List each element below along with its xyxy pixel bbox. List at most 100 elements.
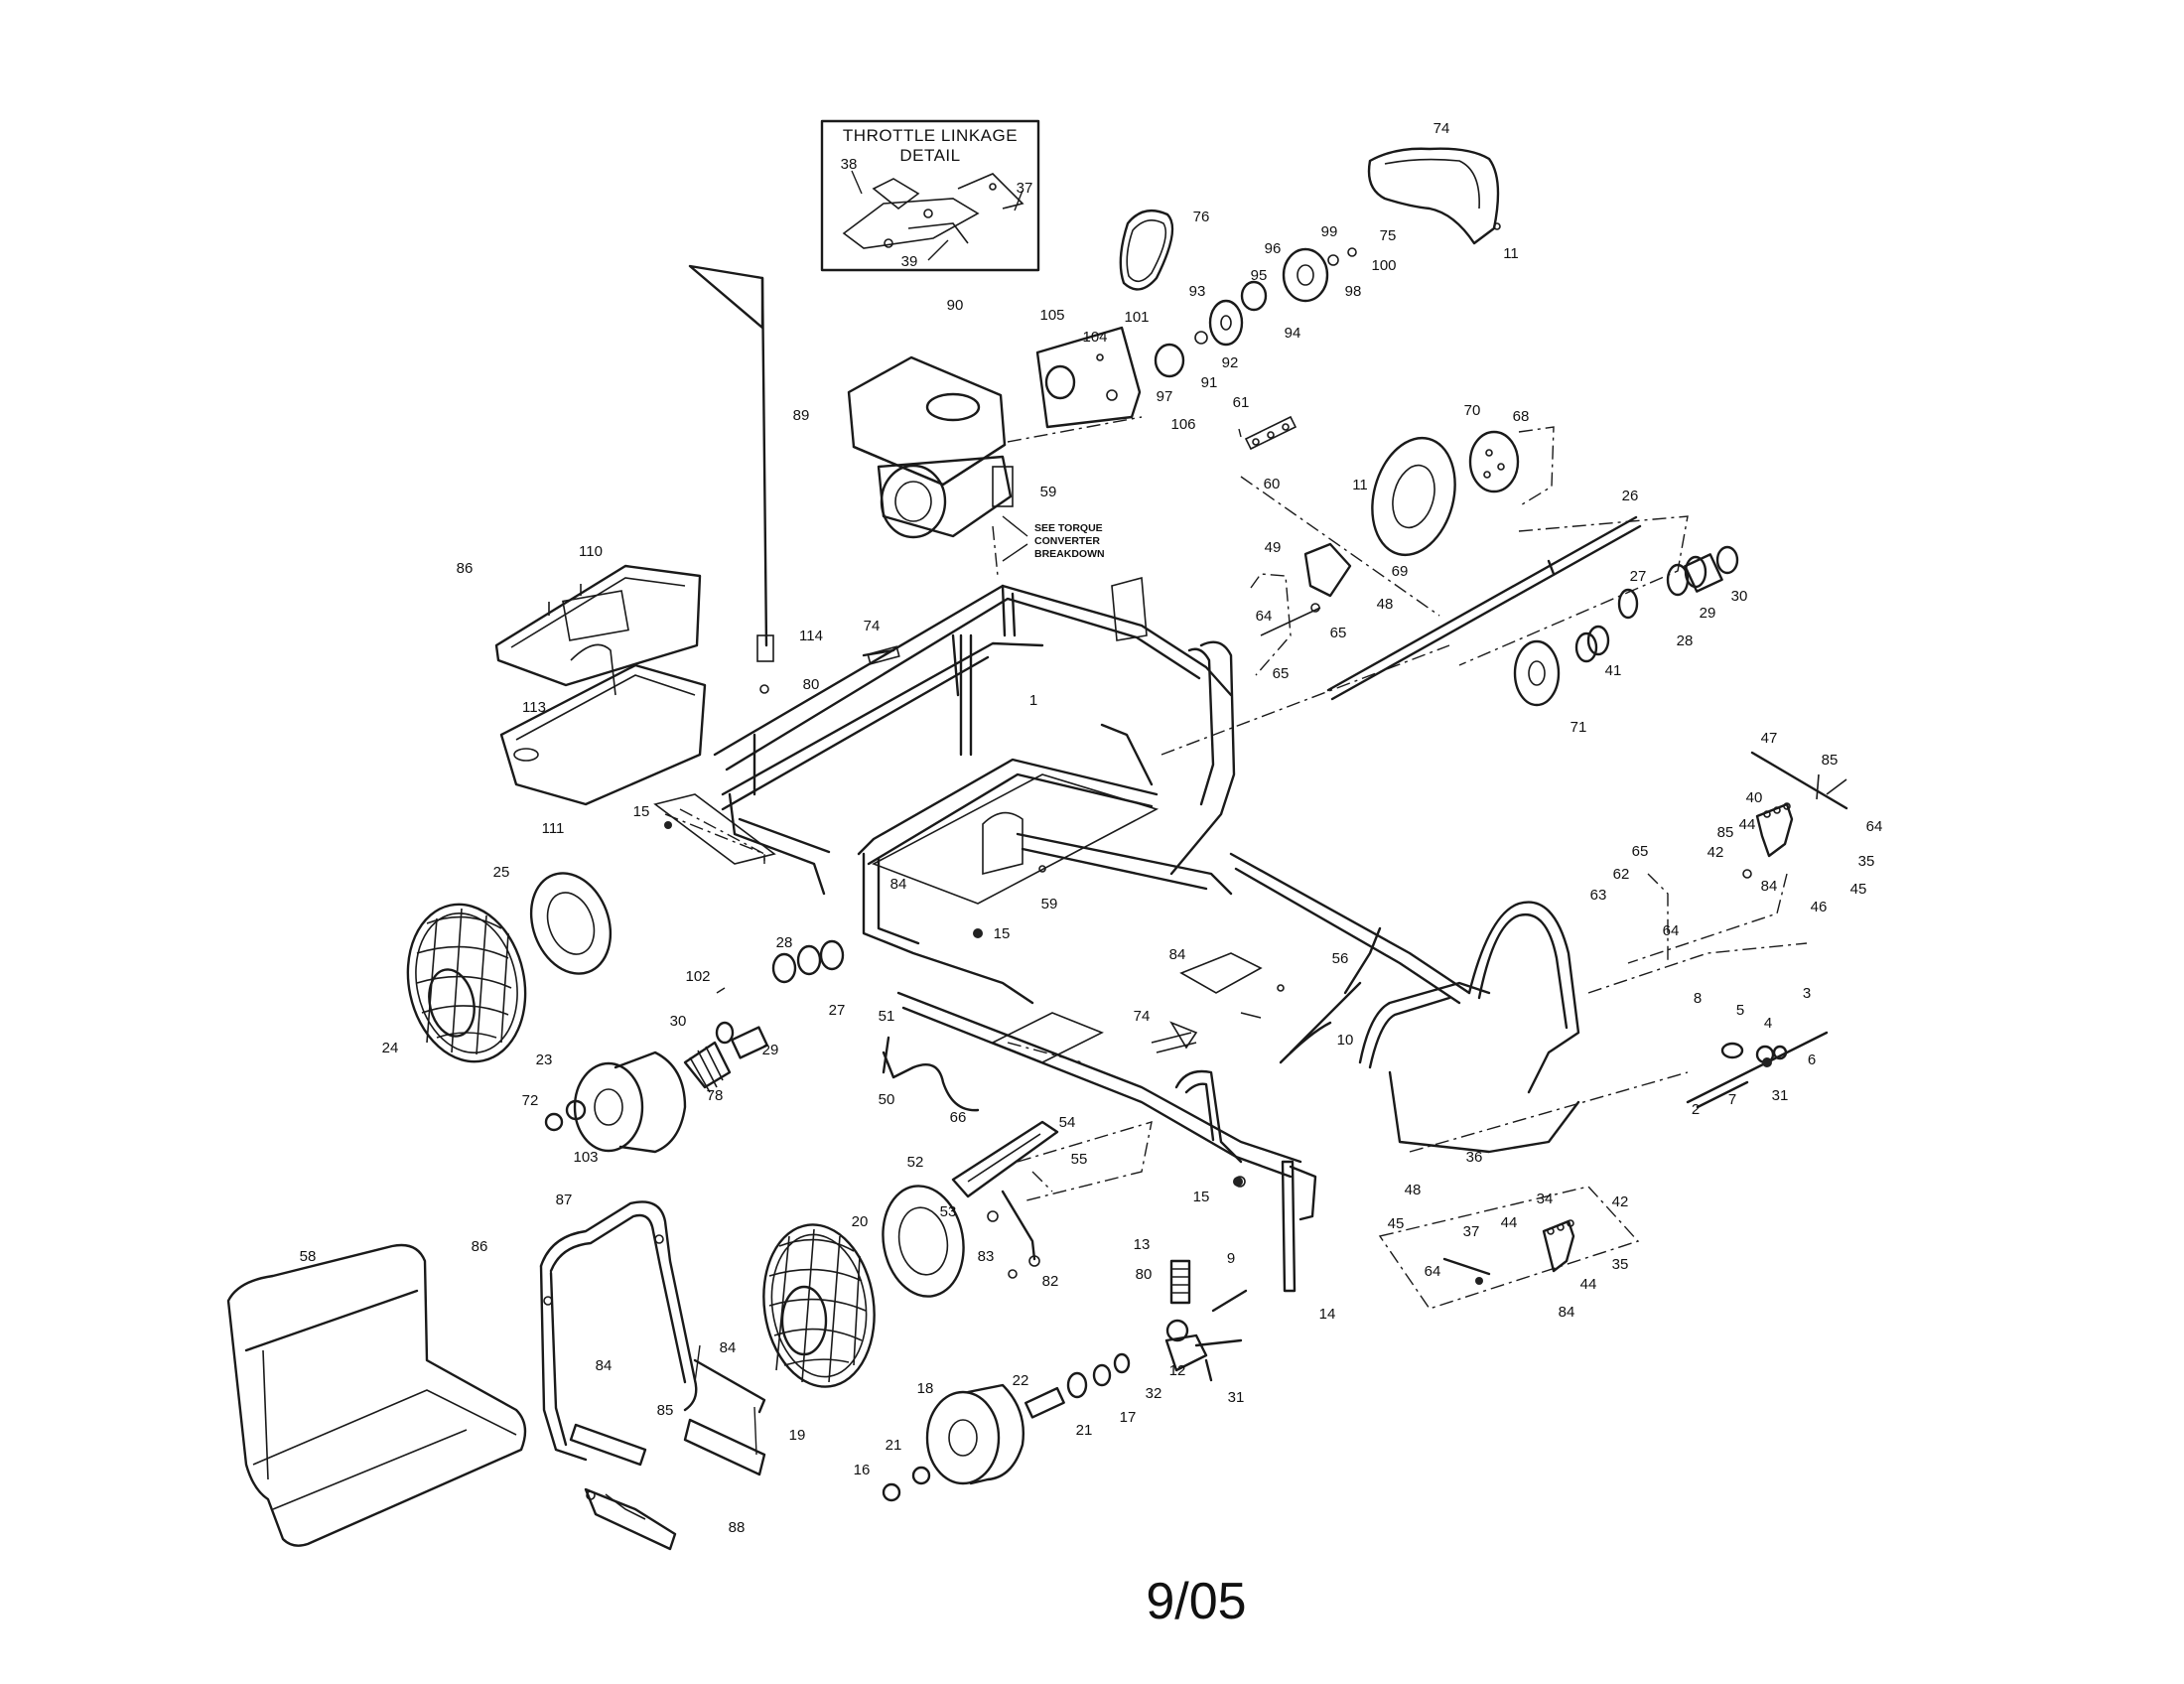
callout-27b: 27 [829, 1002, 846, 1019]
callout-111: 111 [542, 820, 565, 837]
callout-39: 39 [901, 253, 918, 270]
callout-84e: 84 [596, 1357, 613, 1374]
callout-13: 13 [1134, 1236, 1151, 1253]
callout-100: 100 [1371, 257, 1396, 274]
callout-24: 24 [382, 1040, 399, 1056]
callout-7: 7 [1728, 1091, 1736, 1108]
callout-59b: 59 [1041, 896, 1058, 912]
callout-74c: 74 [1134, 1008, 1151, 1025]
callout-76: 76 [1193, 209, 1210, 225]
callout-15b: 15 [994, 925, 1011, 942]
callout-3: 3 [1803, 985, 1811, 1002]
callout-8: 8 [1694, 990, 1702, 1007]
callout-96: 96 [1265, 240, 1282, 257]
callout-82: 82 [1042, 1273, 1059, 1290]
pedal-assembly [951, 1120, 1153, 1279]
callout-85c: 85 [657, 1402, 674, 1419]
seat-back-frame [539, 1200, 766, 1551]
callout-6: 6 [1808, 1052, 1816, 1068]
callout-10: 10 [1337, 1032, 1354, 1049]
callout-86b: 86 [472, 1238, 488, 1255]
callout-68: 68 [1513, 408, 1530, 425]
callout-17: 17 [1120, 1409, 1137, 1426]
rear-axle [1326, 515, 1689, 701]
callout-102: 102 [685, 968, 710, 985]
brake-cable [882, 1036, 980, 1112]
callout-91: 91 [1201, 374, 1218, 391]
callout-23: 23 [536, 1052, 553, 1068]
callout-16: 16 [854, 1462, 871, 1478]
callout-103: 103 [573, 1149, 598, 1166]
axle-bracket [1250, 542, 1352, 676]
callout-61: 61 [1233, 394, 1250, 411]
callout-44: 44 [1739, 816, 1756, 833]
callout-19: 19 [789, 1427, 806, 1444]
callout-80: 80 [803, 676, 820, 693]
callout-28: 28 [1677, 632, 1694, 649]
rear-bearing-stack-right [1513, 545, 1739, 707]
engine [847, 355, 1014, 539]
callout-42b: 42 [1612, 1193, 1629, 1210]
callout-31b: 31 [1228, 1389, 1245, 1406]
callout-26: 26 [1622, 488, 1639, 504]
callout-71: 71 [1570, 719, 1587, 736]
callout-30: 30 [1731, 588, 1748, 605]
callout-98: 98 [1345, 283, 1362, 300]
storage-box [494, 564, 707, 806]
callout-35b: 35 [1612, 1256, 1629, 1273]
callout-48: 48 [1377, 596, 1394, 613]
callout-65b: 65 [1273, 665, 1290, 682]
callout-42: 42 [1707, 844, 1724, 861]
callout-31: 31 [1772, 1087, 1789, 1104]
throttle-linkage-detail-inset: THROTTLE LINKAGE DETAIL [820, 119, 1040, 272]
callout-15: 15 [633, 803, 650, 820]
callout-65a: 65 [1330, 625, 1347, 641]
callout-29b: 29 [762, 1042, 779, 1058]
callout-75: 75 [1380, 227, 1397, 244]
callout-22: 22 [1013, 1372, 1029, 1389]
callout-53: 53 [940, 1203, 957, 1220]
note-line1: SEE TORQUE [1034, 522, 1103, 534]
callout-84d: 84 [1559, 1304, 1575, 1321]
callout-32: 32 [1146, 1385, 1162, 1402]
callout-20: 20 [852, 1213, 869, 1230]
seat [226, 1243, 527, 1547]
brake-linkage-lower [1378, 1186, 1640, 1310]
callout-97: 97 [1157, 388, 1173, 405]
front-wheel-left [762, 1185, 1131, 1502]
rear-wheel-left [406, 872, 613, 1063]
callout-74b: 74 [864, 618, 881, 634]
callout-47: 47 [1761, 730, 1778, 747]
revision-date: 9/05 [1146, 1573, 1246, 1630]
callout-105: 105 [1039, 307, 1064, 324]
callout-35: 35 [1858, 853, 1875, 870]
assembly-guidelines [679, 416, 1450, 1193]
callout-64b: 64 [1866, 818, 1883, 835]
callout-38: 38 [841, 156, 858, 173]
callout-87: 87 [556, 1192, 573, 1208]
callout-11b: 11 [1352, 477, 1368, 493]
clutch-assembly [1154, 247, 1357, 378]
rear-hub-left [544, 939, 845, 1154]
rear-sprocket [1371, 426, 1555, 557]
callout-84c: 84 [1169, 946, 1186, 963]
note-line3: BREAKDOWN [1034, 548, 1105, 560]
callout-110: 110 [579, 543, 603, 560]
callout-2: 2 [1692, 1101, 1700, 1118]
callout-58: 58 [300, 1248, 317, 1265]
inset-title-line2: DETAIL [899, 146, 960, 165]
callout-49: 49 [1265, 539, 1282, 556]
callout-28b: 28 [776, 934, 793, 951]
callout-95: 95 [1251, 267, 1268, 284]
callout-45: 45 [1850, 881, 1867, 898]
callout-9: 9 [1227, 1250, 1235, 1267]
callout-11: 11 [1503, 245, 1519, 262]
callout-41: 41 [1605, 662, 1622, 679]
callout-90: 90 [947, 297, 964, 314]
callout-15c: 15 [1193, 1189, 1210, 1205]
callout-80b: 80 [1136, 1266, 1153, 1283]
callout-25: 25 [493, 864, 510, 881]
callout-65c: 65 [1632, 843, 1649, 860]
callout-4: 4 [1764, 1015, 1772, 1032]
callout-69: 69 [1392, 563, 1409, 580]
